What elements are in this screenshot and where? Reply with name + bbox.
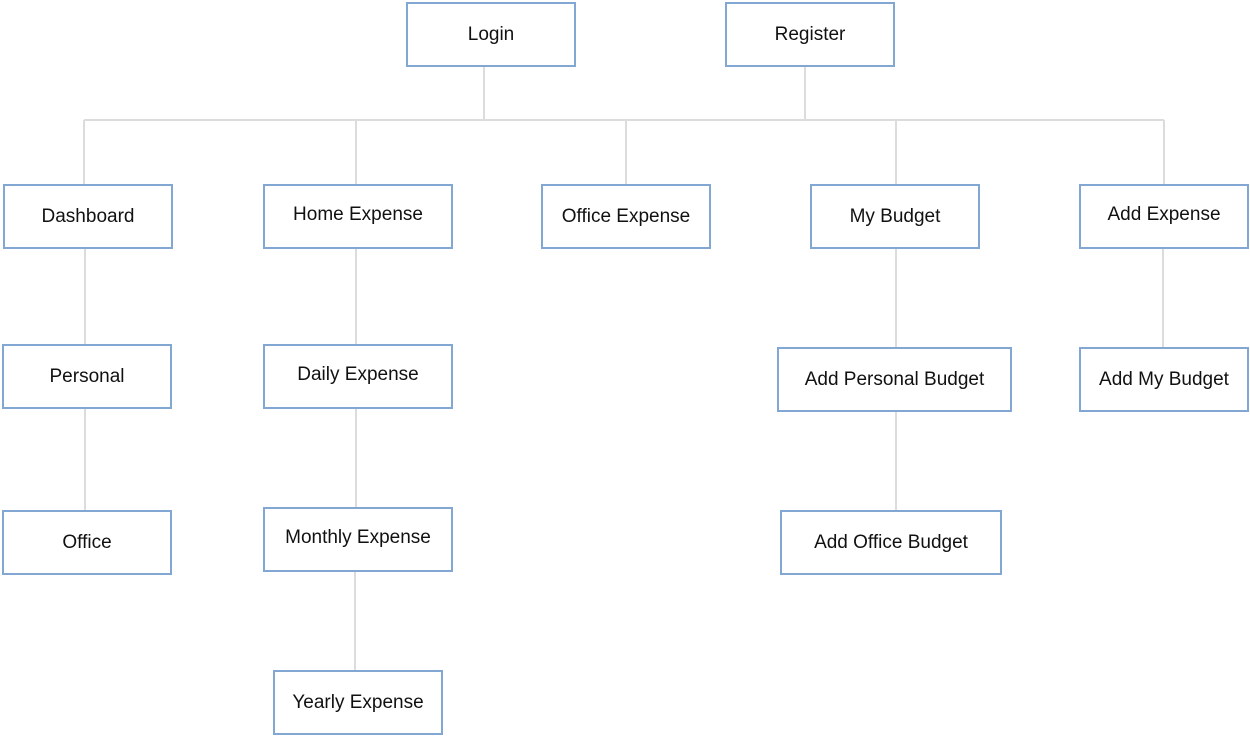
node-label: Add Expense <box>1107 204 1221 225</box>
node-label: My Budget <box>849 205 941 227</box>
node-register[interactable]: Register <box>725 2 895 67</box>
node-office[interactable]: Office <box>2 510 172 575</box>
node-label: Office <box>62 531 112 553</box>
node-add-my-budget[interactable]: Add My Budget <box>1079 347 1249 412</box>
node-label: Login <box>467 23 515 45</box>
node-label: Home Expense <box>293 204 423 225</box>
node-add-expense[interactable]: Add Expense <box>1079 184 1249 249</box>
node-my-budget[interactable]: My Budget <box>810 184 980 249</box>
node-personal[interactable]: Personal <box>2 344 172 409</box>
node-label: Monthly Expense <box>285 527 431 548</box>
node-label: Register <box>774 23 846 45</box>
node-yearly-expense[interactable]: Yearly Expense <box>273 670 443 735</box>
node-label: Add Personal Budget <box>804 368 985 390</box>
node-label: Add My Budget <box>1099 368 1229 390</box>
node-label: Office Expense <box>561 205 691 227</box>
node-login[interactable]: Login <box>406 2 576 67</box>
node-label: Add Office Budget <box>814 531 968 553</box>
node-dashboard[interactable]: Dashboard <box>3 184 173 249</box>
node-home-expense[interactable]: Home Expense <box>263 184 453 249</box>
node-daily-expense[interactable]: Daily Expense <box>263 344 453 409</box>
node-add-personal-budget[interactable]: Add Personal Budget <box>777 347 1012 412</box>
node-add-office-budget[interactable]: Add Office Budget <box>780 510 1002 575</box>
node-label: Personal <box>49 365 125 387</box>
node-monthly-expense[interactable]: Monthly Expense <box>263 507 453 572</box>
node-label: Daily Expense <box>297 364 419 385</box>
node-label: Dashboard <box>41 205 135 227</box>
node-office-expense[interactable]: Office Expense <box>541 184 711 249</box>
node-label: Yearly Expense <box>292 691 424 713</box>
